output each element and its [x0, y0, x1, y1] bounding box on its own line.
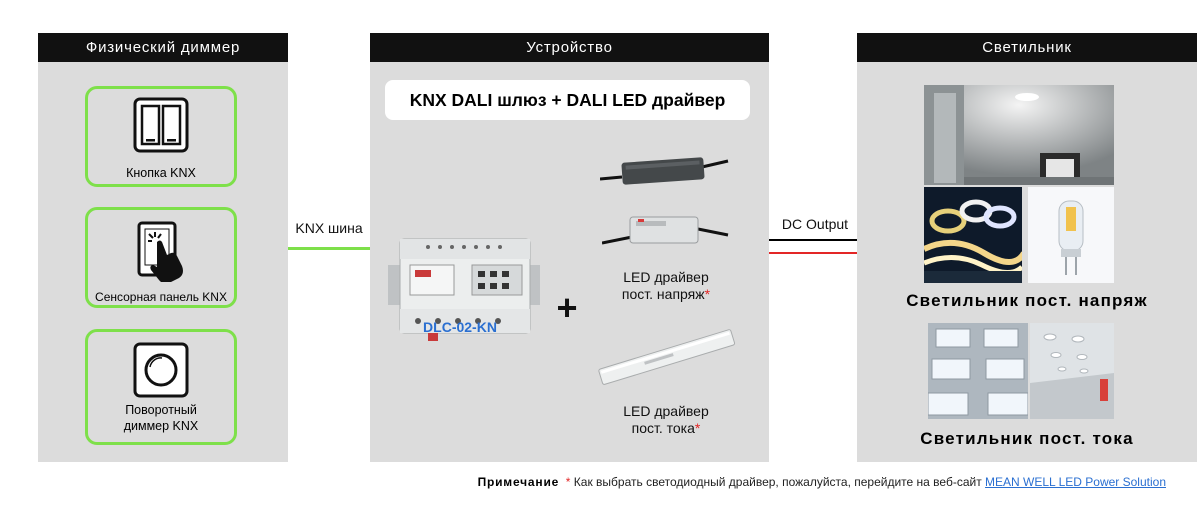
- knx-rotary-dimmer-label-line2: диммер KNX: [123, 419, 199, 433]
- cc-driver-linear-image: [598, 329, 736, 385]
- knx-rotary-dimmer-card: Поворотный диммер KNX: [85, 329, 237, 445]
- device-solution-title: KNX DALI шлюз + DALI LED драйвер: [385, 80, 750, 120]
- plus-sign: +: [556, 287, 578, 328]
- dc-output-negative-line: [769, 252, 857, 254]
- note-text: Как выбрать светодиодный драйвер, пожалу…: [573, 475, 982, 489]
- note-label: Примечание: [477, 475, 560, 489]
- office-panel-light-photo: [928, 323, 1028, 419]
- gateway-model-label: DLC-02-KN: [423, 319, 497, 335]
- footnote: Примечание * Как выбрать светодиодный др…: [478, 475, 1166, 489]
- knx-button-label: Кнопка KNX: [126, 166, 196, 180]
- knx-touch-panel-card: Сенсорная панель KNX: [85, 207, 237, 308]
- cc-driver-label-line1: LED драйвер: [623, 403, 709, 419]
- dc-output-label: DC Output: [781, 216, 849, 232]
- g4-bulb-photo: [1028, 187, 1114, 283]
- cc-driver-label-line2: пост. тока*: [631, 420, 701, 436]
- luminaire-title: Светильник: [857, 33, 1197, 62]
- device-panel: Устройство KNX DALI шлюз + DALI LED драй…: [370, 33, 769, 462]
- cv-driver-label-line2: пост. напряж*: [621, 286, 711, 302]
- physical-dimmer-panel: Физический диммер Кнопка KNX Сенсорная п…: [38, 33, 288, 462]
- led-strip-photo: [924, 187, 1022, 283]
- cc-luminaire-caption: Светильник пост. тока: [920, 429, 1134, 448]
- physical-dimmer-title: Физический диммер: [38, 33, 288, 62]
- cv-driver-label-line1: LED драйвер: [623, 269, 709, 285]
- meanwell-led-link[interactable]: MEAN WELL LED Power Solution: [985, 475, 1166, 489]
- knx-bus-line: [288, 247, 370, 250]
- knx-bus-label: KNX шина: [295, 220, 363, 236]
- dlc-02-kn-gateway-image: [388, 238, 540, 341]
- cv-driver-dark-image: [600, 157, 729, 185]
- corridor-downlight-photo: [1030, 323, 1114, 419]
- device-title: Устройство: [370, 33, 769, 62]
- note-asterisk: *: [565, 475, 571, 489]
- downlight-room-photo: [924, 85, 1114, 185]
- touch-panel-icon: [137, 221, 183, 282]
- luminaire-panel: Светильник Светиль: [857, 33, 1197, 462]
- knx-rotary-dimmer-label-line1: Поворотный: [125, 403, 197, 417]
- knx-button-card: Кнопка KNX: [85, 86, 237, 187]
- dc-output-positive-line: [769, 239, 857, 241]
- cv-luminaire-caption: Светильник пост. напряж: [906, 291, 1148, 310]
- rotary-dimmer-icon: [133, 342, 189, 398]
- cv-driver-silver-image: [602, 216, 729, 245]
- double-rocker-switch-icon: [133, 97, 189, 153]
- knx-touch-panel-label: Сенсорная панель KNX: [95, 290, 227, 304]
